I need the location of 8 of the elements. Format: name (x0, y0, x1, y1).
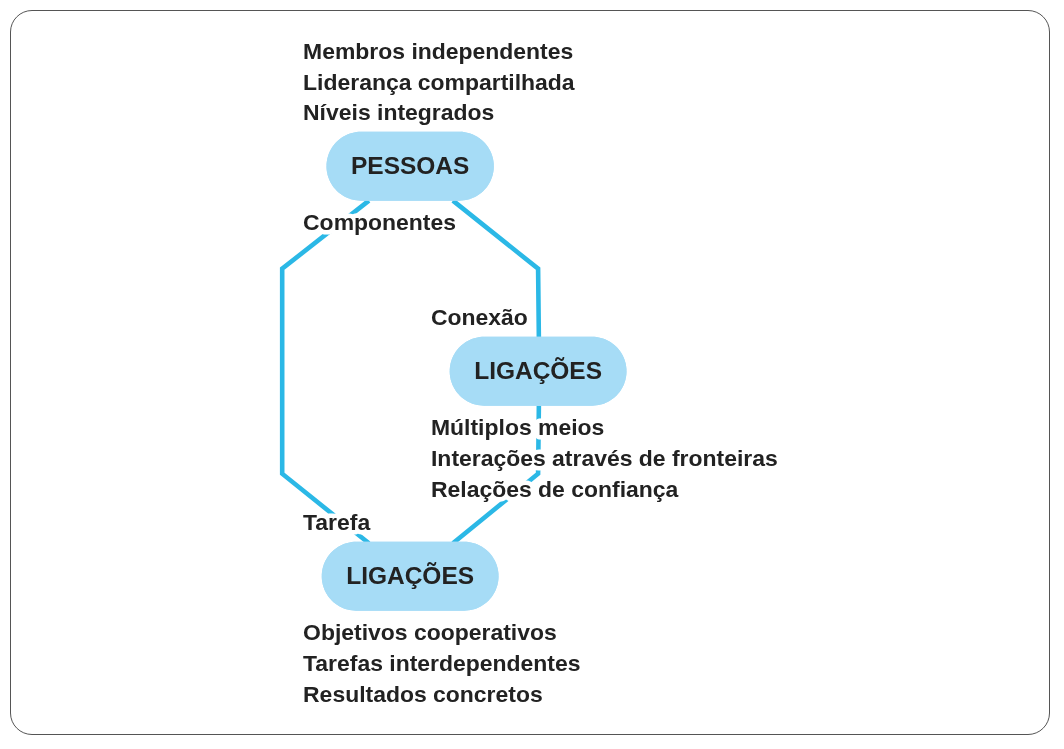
node-note: Liderança compartilhada (303, 68, 575, 95)
node-note: Tarefas interdependentes (303, 650, 581, 677)
node-note: Resultados concretos (303, 680, 543, 707)
connector (451, 198, 542, 339)
node-note: Membros independentes (303, 38, 574, 65)
node-note: Níveis integrados (303, 99, 495, 126)
node-note: Objetivos cooperativos (303, 619, 557, 646)
node-note: Conexão (431, 304, 528, 331)
